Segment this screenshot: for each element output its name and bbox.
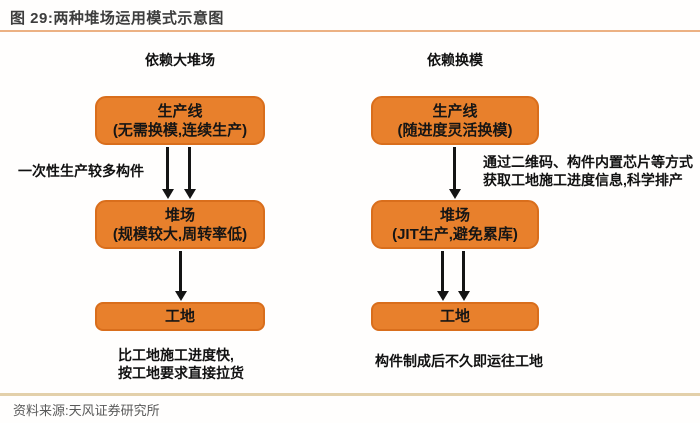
left-site-box: 工地 [95,302,265,331]
left-box1-line2: (无需换模,连续生产) [112,121,248,139]
arrow-down-icon [453,147,456,189]
right-column-header: 依赖换模 [427,52,483,68]
right-annotation-line1: 通过二维码、构件内置芯片等方式 [483,154,693,170]
arrow-down-icon [462,251,465,291]
arrow-down-icon [179,251,182,291]
right-box1-line2: (随进度灵活换模) [397,121,513,139]
left-arrow-annotation: 一次性生产较多构件 [18,163,144,179]
arrow-down-icon [166,147,169,189]
right-yard-box: 堆场 (JIT生产,避免累库) [371,200,539,249]
right-box1-line1: 生产线 [432,102,478,120]
left-yard-box: 堆场 (规模较大,周转率低) [95,200,265,249]
left-footnote: 比工地施工进度快, 按工地要求直接拉货 [118,347,244,382]
right-annotation-line2: 获取工地施工进度信息,科学排产 [483,171,683,188]
right-footnote: 构件制成后不久即运往工地 [375,353,543,369]
left-box3-label: 工地 [164,308,195,325]
left-footnote-line2: 按工地要求直接拉货 [118,364,244,381]
arrow-down-icon [441,251,444,291]
left-box2-line2: (规模较大,周转率低) [112,225,248,243]
left-column-header: 依赖大堆场 [145,52,215,68]
left-box1-line1: 生产线 [157,102,203,120]
right-production-line-box: 生产线 (随进度灵活换模) [371,96,539,145]
right-box2-line2: (JIT生产,避免累库) [392,225,518,243]
source-attribution: 资料来源:天风证券研究所 [13,403,160,418]
right-box2-line1: 堆场 [439,206,470,224]
figure-title: 图 29:两种堆场运用模式示意图 [10,10,224,27]
left-box2-line1: 堆场 [164,206,195,224]
title-divider [0,30,700,32]
right-arrow-annotation: 通过二维码、构件内置芯片等方式 获取工地施工进度信息,科学排产 [483,154,693,189]
right-site-box: 工地 [371,302,539,331]
left-footnote-line1: 比工地施工进度快, [118,347,234,363]
arrow-down-icon [188,147,191,189]
right-box3-label: 工地 [439,308,470,325]
footer-divider [0,393,700,396]
left-production-line-box: 生产线 (无需换模,连续生产) [95,96,265,145]
